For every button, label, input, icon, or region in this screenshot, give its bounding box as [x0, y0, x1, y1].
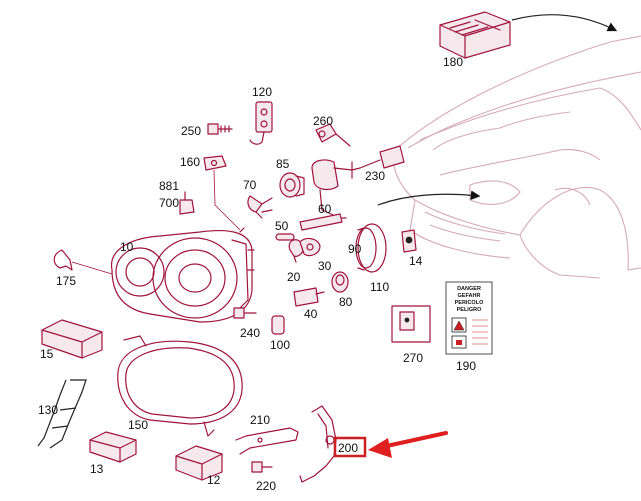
- part-60-holder: [299, 213, 347, 231]
- label-120: 120: [252, 85, 272, 99]
- label-210: 210: [250, 413, 270, 427]
- part-250-screw: [207, 123, 233, 135]
- part-12-module: [175, 445, 223, 481]
- part-30-socket: [299, 237, 321, 257]
- part-270-label: [391, 305, 431, 343]
- label-881: 881: [159, 179, 179, 193]
- part-700-plug: [179, 191, 195, 215]
- part-180-control-unit: [439, 11, 511, 59]
- part-labels: 180 120 250 260 160 85 881 700 70 230 10…: [38, 55, 476, 493]
- label-250: 250: [181, 124, 201, 138]
- car-body-outline: [393, 35, 641, 279]
- label-160: 160: [180, 155, 200, 169]
- warning-line-4: PELIGRO: [457, 307, 482, 313]
- label-50: 50: [275, 219, 289, 233]
- part-10-headlamp: [111, 227, 255, 323]
- label-12: 12: [207, 473, 221, 487]
- part-120-bracket: [249, 101, 273, 145]
- label-150: 150: [128, 418, 148, 432]
- part-160-clip: [203, 155, 241, 231]
- part-110-cover-ring: [355, 223, 387, 273]
- part-80-cap: [331, 271, 349, 293]
- part-210-bracket: [235, 427, 299, 455]
- warning-line-2: GEFAHR: [458, 293, 481, 299]
- highlight-box: [333, 436, 367, 458]
- arrow-control-unit-to-car: [511, 14, 618, 32]
- label-85: 85: [276, 157, 290, 171]
- part-175-tool: [53, 249, 113, 275]
- label-240: 240: [240, 326, 260, 340]
- label-14: 14: [409, 254, 423, 268]
- part-13-module: [89, 431, 137, 463]
- label-230: 230: [365, 169, 385, 183]
- part-200-bracket: [299, 405, 337, 483]
- label-40: 40: [304, 307, 318, 321]
- label-700: 700: [159, 196, 179, 210]
- label-30: 30: [318, 259, 332, 273]
- warning-line-3: PERICOLO: [455, 300, 484, 306]
- arrow-headlamp-to-car: [377, 190, 481, 206]
- part-85-socket: [279, 172, 305, 198]
- label-100: 100: [270, 338, 290, 352]
- label-110: 110: [370, 280, 389, 294]
- part-220-bolt: [251, 461, 273, 473]
- part-260-sensor: [315, 123, 351, 147]
- label-70: 70: [243, 178, 257, 192]
- label-220: 220: [256, 479, 276, 493]
- label-60: 60: [318, 202, 332, 216]
- label-200: 200: [338, 441, 358, 455]
- part-190-warning-label: DANGER GEFAHR PERICOLO PELIGRO: [445, 281, 493, 355]
- part-70-bulb: [247, 195, 273, 219]
- part-50-bulb: [275, 233, 295, 241]
- label-130: 130: [38, 403, 58, 417]
- label-175: 175: [56, 274, 76, 288]
- highlight-arrow: [380, 431, 448, 449]
- label-10: 10: [120, 240, 134, 254]
- part-150-bezel: [117, 335, 243, 437]
- highlight-arrowhead: [368, 438, 392, 458]
- label-270: 270: [403, 351, 423, 365]
- part-230-igniter: [311, 145, 405, 219]
- label-180: 180: [443, 55, 463, 69]
- warning-line-1: DANGER: [457, 286, 481, 292]
- part-14-clip: [401, 229, 417, 253]
- label-13: 13: [90, 462, 104, 476]
- part-100-cylinder: [271, 315, 285, 335]
- label-80: 80: [339, 295, 353, 309]
- label-260: 260: [313, 114, 333, 128]
- label-190: 190: [456, 359, 476, 373]
- label-90: 90: [348, 242, 362, 256]
- label-15: 15: [40, 347, 54, 361]
- part-15-module: [41, 319, 103, 359]
- part-240-bolt: [233, 307, 257, 319]
- part-130-bracket: [37, 379, 87, 449]
- part-40-bulb-socket: [293, 287, 325, 307]
- label-20: 20: [287, 270, 301, 284]
